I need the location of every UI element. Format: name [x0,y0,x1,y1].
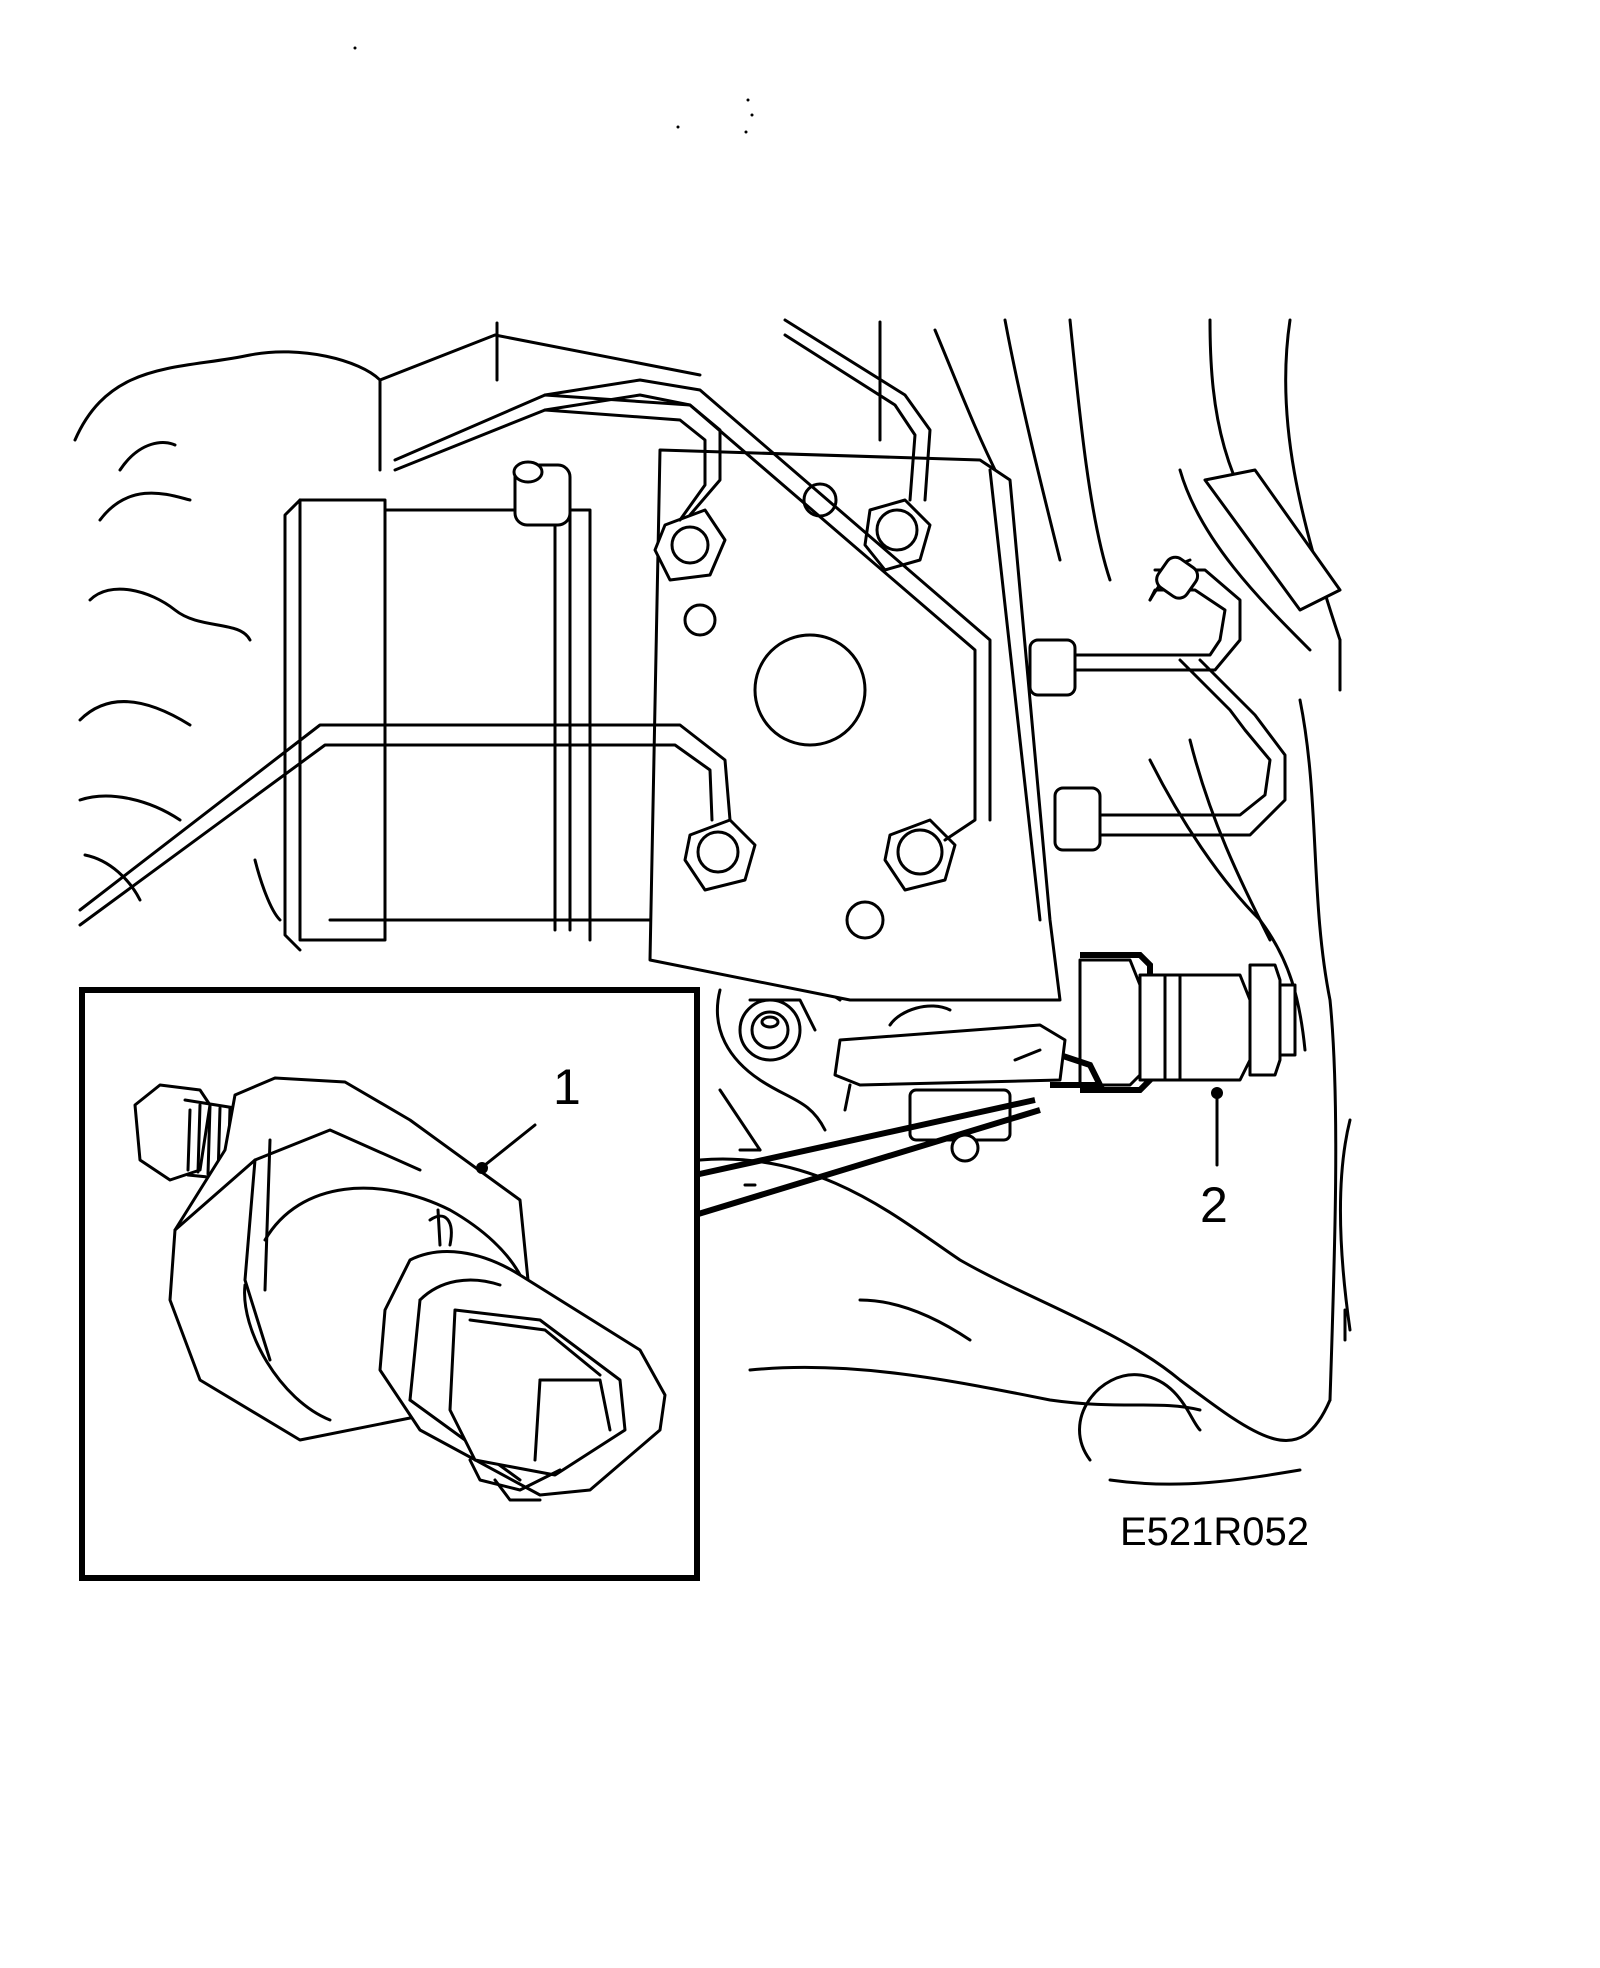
mounting-bracket [715,988,980,1163]
scan-specks [353,46,754,134]
brake-line-fitting [653,508,727,582]
side-fitting [1028,638,1102,852]
callout-2: 2 [1200,1087,1228,1233]
pressure-sensor-installed [833,952,1297,1142]
detail-inset: 1 [79,987,700,1581]
port-hole [683,603,717,637]
pressure-sensor-detail [133,1076,667,1502]
detail-leader-lines [694,1097,1041,1218]
callout-1: 1 [476,1059,581,1174]
detail-inset-frame [79,987,700,1581]
callout-1-dot [476,1162,488,1174]
brake-line-fitting [883,818,957,892]
brake-line-fitting [863,498,932,572]
callout-1-label: 1 [553,1059,581,1115]
port-hole [845,900,885,940]
abs-valve-block [648,448,1102,1002]
callout-2-label: 2 [1200,1177,1228,1233]
brake-pipes [78,318,1342,927]
port-hole [802,482,838,518]
mounting-bolt [738,998,802,1062]
large-bore [753,633,867,747]
figure-code: E521R052 [1120,1510,1309,1554]
